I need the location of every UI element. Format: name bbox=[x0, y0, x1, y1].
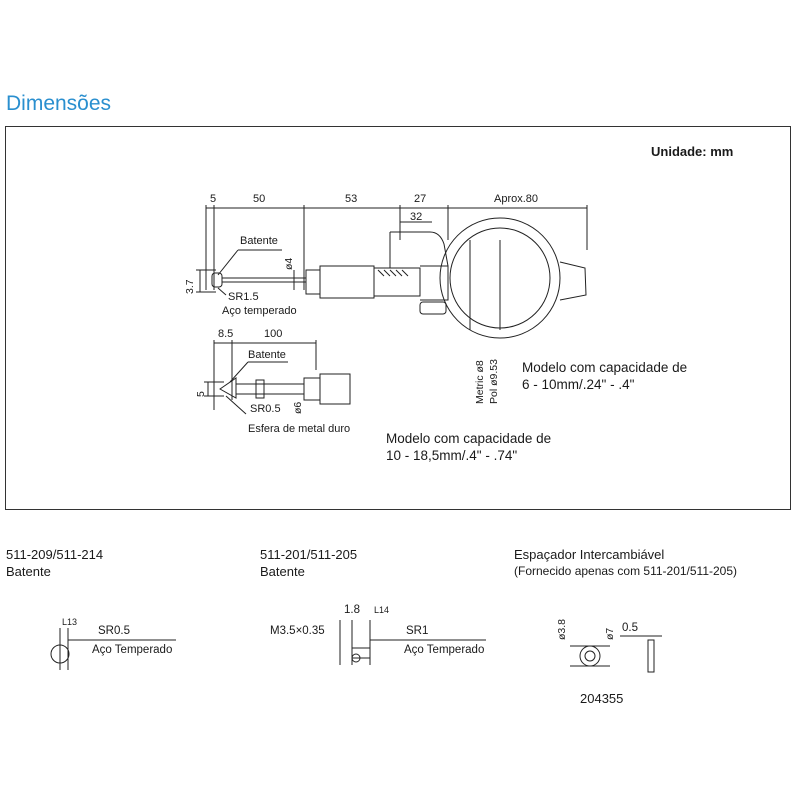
dim-0-5: 0.5 bbox=[622, 622, 638, 634]
dim-27: 27 bbox=[414, 193, 427, 205]
batente-label: Batente bbox=[240, 235, 278, 247]
section-2-header: 511-201/511-205 Batente bbox=[260, 547, 358, 579]
section-1-header: 511-209/511-214 Batente bbox=[6, 547, 104, 579]
page-title: Dimensões bbox=[6, 92, 112, 115]
dim-l13: L13 bbox=[62, 617, 78, 627]
model-1: Modelo com capacidade de 6 - 10mm/.24" -… bbox=[522, 360, 688, 392]
dimension-frame bbox=[5, 126, 791, 510]
dim-phi4: ø4 bbox=[283, 257, 295, 270]
dim-50: 50 bbox=[253, 193, 266, 205]
sr-1: SR1 bbox=[406, 625, 429, 637]
sr-label-2: SR0.5 bbox=[250, 403, 281, 415]
section-1-material: Aço Temperado bbox=[92, 644, 173, 656]
dim-32: 32 bbox=[410, 211, 423, 223]
metric-label: Metric ø8 bbox=[474, 360, 486, 404]
section-3-header: Espaçador Intercambiável (Fornecido apen… bbox=[514, 547, 738, 578]
pol-label: Pol ø9.53 bbox=[488, 359, 500, 404]
section-2-material: Aço Temperado bbox=[404, 644, 485, 656]
dim-3-7: 3.7 bbox=[184, 279, 196, 294]
dim-100: 100 bbox=[264, 328, 283, 340]
material-label-2: Esfera de metal duro bbox=[248, 423, 351, 435]
dim-aprox-80: Aprox.80 bbox=[494, 193, 539, 205]
dim-5-b: 5 bbox=[195, 391, 207, 397]
sr-label: SR1.5 bbox=[228, 291, 259, 303]
dim-phi6: ø6 bbox=[292, 401, 304, 414]
unit-label: Unidade: mm bbox=[651, 144, 734, 159]
part-number: 204355 bbox=[580, 691, 624, 706]
dim-5: 5 bbox=[210, 193, 217, 205]
dim-1-8: 1.8 bbox=[344, 604, 360, 616]
sr-0-5: SR0.5 bbox=[98, 625, 130, 637]
thread-label: M3.5×0.35 bbox=[270, 625, 325, 637]
dim-phi3-8: ø3.8 bbox=[556, 618, 568, 640]
dim-l14: L14 bbox=[374, 605, 390, 615]
batente-label-2: Batente bbox=[248, 349, 286, 361]
dim-phi7: ø7 bbox=[604, 627, 616, 640]
dim-53: 53 bbox=[345, 193, 358, 205]
material-label: Aço temperado bbox=[222, 305, 297, 317]
dim-8-5: 8.5 bbox=[218, 328, 234, 340]
model-2: Modelo com capacidade de 10 - 18,5mm/.4"… bbox=[386, 431, 552, 463]
